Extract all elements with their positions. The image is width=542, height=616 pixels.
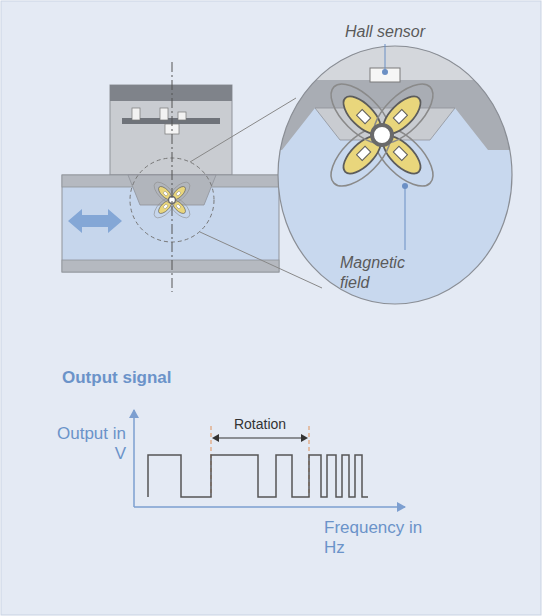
rotor-zoom [321,74,443,196]
y-axis [133,410,135,507]
leader-line [385,44,386,70]
axis-label: Output in V [48,424,126,464]
leader-dot [382,69,388,75]
pipe-wall-bottom [62,260,279,272]
component [178,112,186,120]
leader-dot [402,183,408,189]
zoom-ellipse [278,46,512,304]
axis-label: Frequency in Hz [324,518,424,558]
chart-heading: Output signal [62,368,222,388]
pulse-waveform [148,455,368,497]
component [132,108,140,120]
arrow-head [301,434,308,442]
flow-arrow [68,209,122,233]
arrow-head [212,434,219,442]
hall-sensor [370,68,400,82]
zoom-detail [270,40,530,310]
zoom-housing [270,40,530,150]
leader-line [405,186,406,250]
rotation-span [214,438,306,439]
callout-label: Hall sensor [320,22,450,42]
pipe [62,175,279,272]
housing-cap [110,85,232,101]
sensor-housing [110,85,232,175]
callout-label: Magnetic field [340,253,425,293]
component [160,108,168,120]
x-axis [134,506,405,508]
center-line [172,62,173,292]
span-label: Rotation [222,414,298,434]
zoom-fluid [270,40,530,310]
